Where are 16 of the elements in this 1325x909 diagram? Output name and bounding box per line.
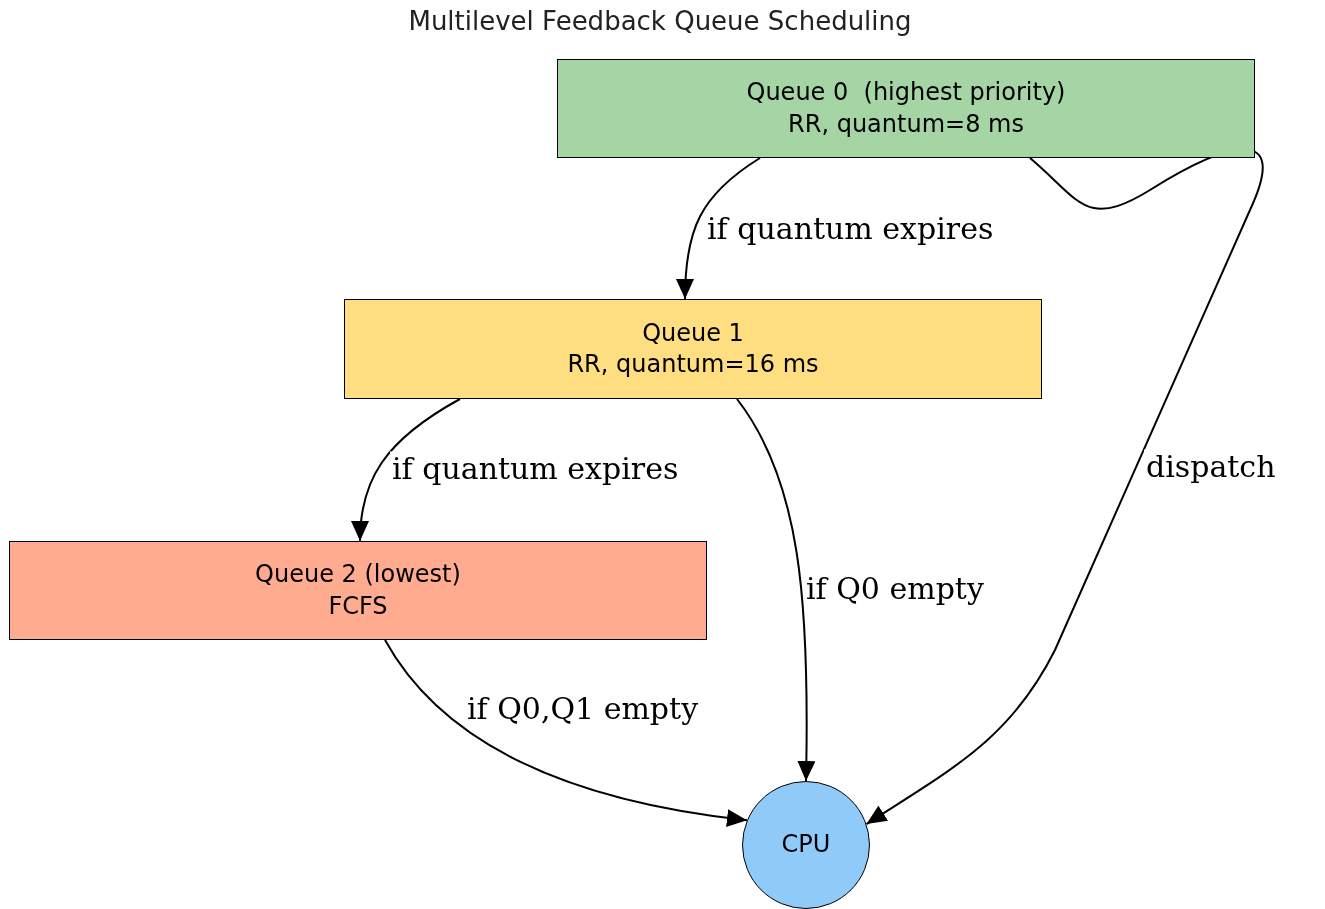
arrow bbox=[384, 639, 748, 827]
arrow bbox=[736, 398, 816, 782]
node-text: Queue 2 (lowest) bbox=[255, 559, 461, 591]
node-text: RR, quantum=8 ms bbox=[788, 108, 1024, 140]
node-text: Queue 1 bbox=[642, 317, 744, 349]
edge-label: dispatch bbox=[1144, 449, 1278, 483]
node-text: CPU bbox=[781, 829, 831, 861]
queue-box bbox=[557, 59, 1255, 158]
node-text: Queue 0 (highest priority) bbox=[746, 77, 1066, 109]
node-text: RR, quantum=16 ms bbox=[567, 349, 819, 380]
node-text: FCFS bbox=[328, 590, 388, 622]
diagram-title: Multilevel Feedback Queue Scheduling bbox=[407, 6, 913, 36]
queue-box bbox=[344, 299, 1042, 399]
arrow bbox=[676, 157, 761, 300]
queue-box bbox=[9, 541, 707, 640]
arrow bbox=[351, 398, 461, 542]
